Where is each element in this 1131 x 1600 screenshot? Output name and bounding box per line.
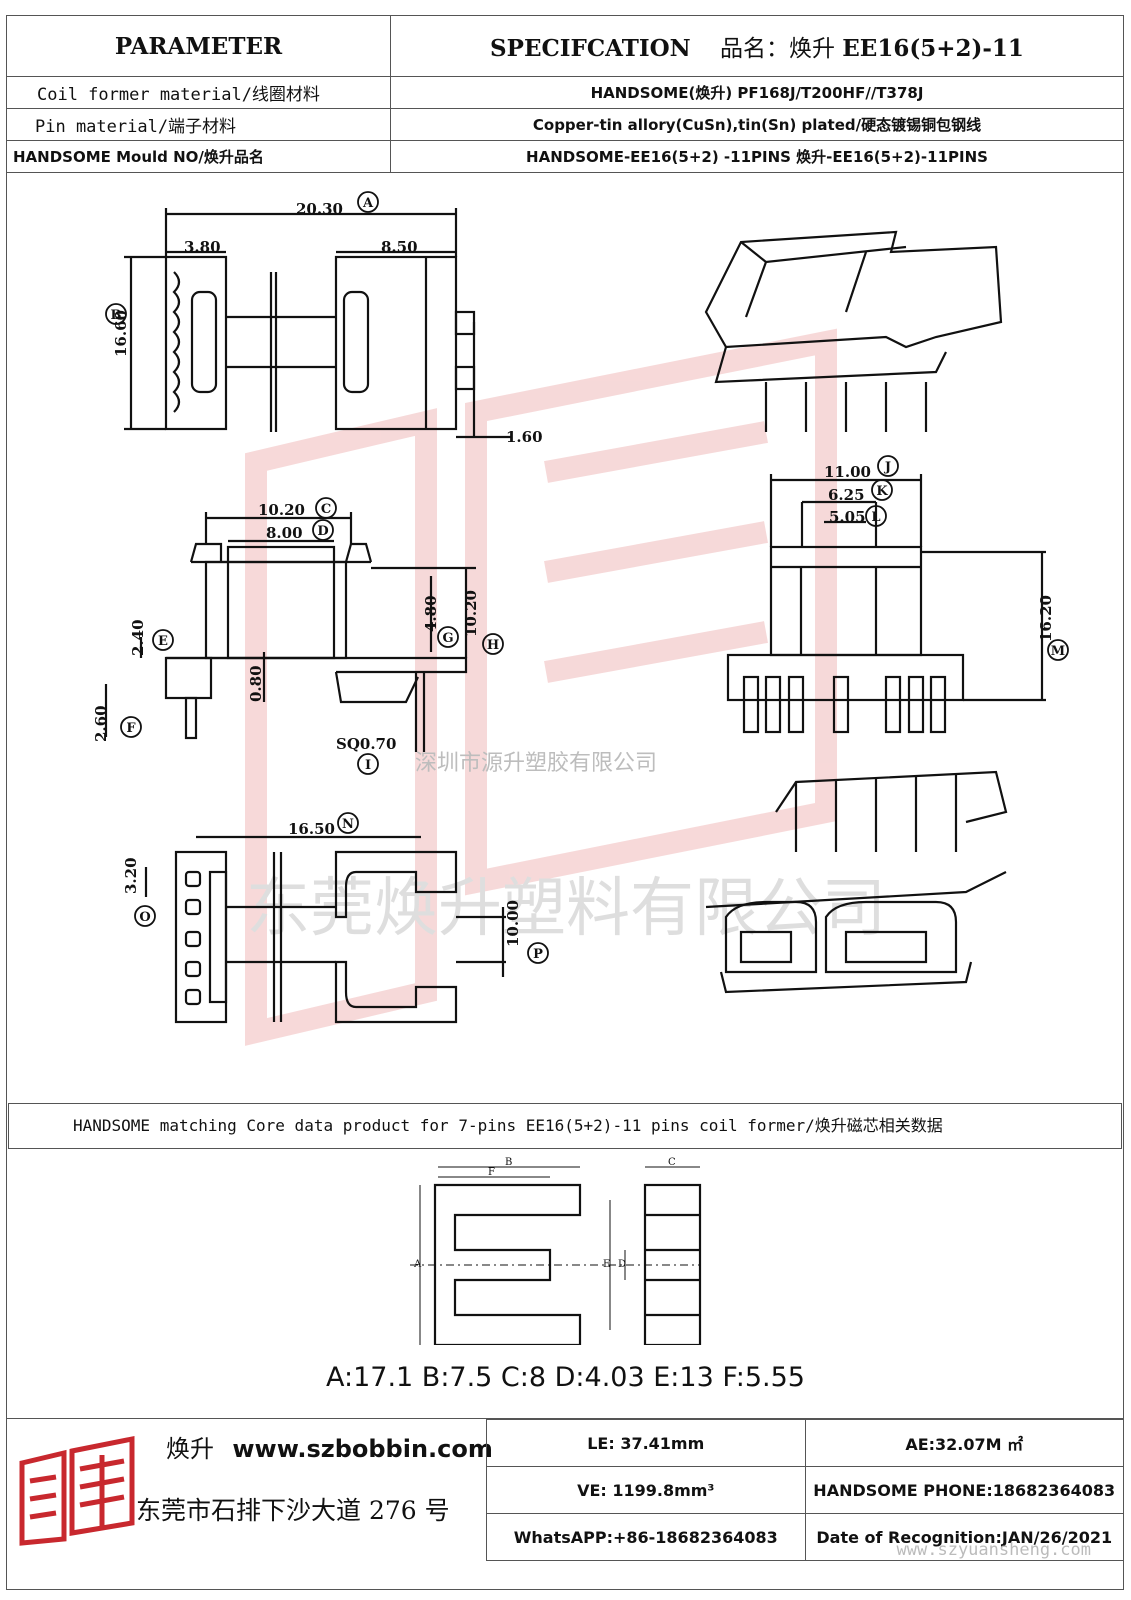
dim-a: 20.30 <box>296 200 343 218</box>
front-view <box>104 512 476 752</box>
bottom-view <box>144 835 506 1024</box>
callout-circles <box>105 191 1069 964</box>
callout-e: E <box>158 634 168 649</box>
core-letter-e: E <box>603 1259 610 1270</box>
callout-letters: A B C D E F G H I J K L M N O P <box>111 196 1066 962</box>
callout-f: F <box>126 721 136 736</box>
param-pin-material: Pin material/端子材料 <box>6 108 391 141</box>
background-logo-watermark <box>245 328 837 1046</box>
callout-b: B <box>111 308 122 323</box>
technical-drawing: 深圳市源升塑胶有限公司 东莞焕升塑料有限公司 <box>92 191 1069 1046</box>
dim-h: 10.20 <box>462 590 480 637</box>
dim-n: 16.50 <box>288 820 335 838</box>
dim-sq: SQ0.70 <box>336 735 396 753</box>
core-letter-f: F <box>488 1167 495 1178</box>
dim-m: 16.20 <box>1037 595 1055 642</box>
company-address: 东莞市石排下沙大道 276 号 <box>136 1496 450 1525</box>
e-core-side <box>433 1183 582 1345</box>
spec-label: SPECIFCATION <box>490 35 691 62</box>
callout-d: D <box>317 524 328 539</box>
callout-i: I <box>365 758 371 773</box>
phone-value: HANDSOME PHONE:18682364083 <box>804 1466 1124 1514</box>
dim-l: 5.05 <box>829 508 866 526</box>
value-mould-no: HANDSOME-EE16(5+2) -11PINS 焕升-EE16(5+2)-… <box>390 140 1124 173</box>
dim-o: 3.20 <box>122 857 140 894</box>
product-model: EE16(5+2)-11 <box>842 35 1024 62</box>
value-coil-material: HANDSOME(焕升) PF168J/T200HF//T378J <box>390 76 1124 109</box>
footer: 焕升 www.szbobbin.com 东莞市石排下沙大道 276 号 LE: … <box>6 1418 1124 1561</box>
dim-a-sub1: 3.80 <box>184 238 221 256</box>
brand-cn: 焕升 <box>166 1435 214 1463</box>
specification-heading: SPECIFCATION 品名：焕升 EE16(5+2)-11 <box>390 15 1124 77</box>
ve-value: VE: 1199.8mm³ <box>486 1466 806 1514</box>
parameter-heading: PARAMETER <box>6 15 391 77</box>
dim-b: 16.60 <box>112 310 130 357</box>
dim-d: 8.00 <box>266 524 303 542</box>
e-core-front <box>643 1183 702 1345</box>
isometric-view-top <box>704 230 1003 432</box>
spec-header-table: PARAMETER SPECIFCATION 品名：焕升 EE16(5+2)-1… <box>6 15 1124 173</box>
callout-k: K <box>876 484 888 499</box>
dim-c: 10.20 <box>258 501 305 519</box>
whatsapp-value: WhatsAPP:+86-18682364083 <box>486 1513 806 1561</box>
core-letter-a: A <box>413 1259 422 1270</box>
core-params-table: LE: 37.41mm AE:32.07M ㎡ VE: 1199.8mm³ HA… <box>486 1419 1124 1561</box>
param-coil-material: Coil former material/线圈材料 <box>6 76 391 109</box>
core-letter-c: C <box>668 1157 676 1168</box>
brand-line: 焕升 www.szbobbin.com <box>166 1429 493 1464</box>
callout-c: C <box>321 502 331 517</box>
side-view <box>124 208 511 439</box>
product-name-prefix: 品名：焕升 <box>719 36 835 62</box>
core-diagram: B F C A E D <box>410 1157 702 1345</box>
isometric-view-bottom <box>705 770 1008 994</box>
callout-g: G <box>442 631 453 646</box>
side-elevation <box>726 474 1046 734</box>
dim-j: 11.00 <box>824 463 871 481</box>
callout-a: A <box>362 196 374 211</box>
core-letters: B F C A E D <box>413 1157 676 1270</box>
callout-h: H <box>487 638 499 653</box>
core-letter-b: B <box>505 1157 512 1168</box>
core-data-caption: HANDSOME matching Core data product for … <box>8 1103 1122 1149</box>
value-pin-material: Copper-tin allory(CuSn),tin(Sn) plated/硬… <box>390 108 1124 141</box>
core-dimensions: A:17.1 B:7.5 C:8 D:4.03 E:13 F:5.55 <box>326 1362 805 1393</box>
company-watermark-large: 东莞焕升塑料有限公司 <box>246 872 886 946</box>
dim-base: 0.80 <box>247 665 265 702</box>
callout-p: P <box>533 947 543 962</box>
callout-l: L <box>871 510 880 525</box>
dim-e: 2.40 <box>129 619 147 656</box>
dim-p: 10.00 <box>504 900 522 947</box>
url-watermark: www.szyuansheng.com <box>896 1540 1091 1560</box>
le-value: LE: 37.41mm <box>486 1419 806 1467</box>
callout-m: M <box>1051 644 1065 659</box>
company-logo <box>19 1435 135 1546</box>
core-letter-d: D <box>618 1259 626 1270</box>
website-link[interactable]: www.szbobbin.com <box>232 1435 493 1463</box>
dim-pin-off: 1.60 <box>506 428 543 446</box>
dim-g: 4.80 <box>422 595 440 632</box>
date-value: Date of Recognition:JAN/26/2021 <box>804 1513 1124 1561</box>
param-mould-no: HANDSOME Mould NO/焕升品名 <box>6 140 391 173</box>
callout-o: O <box>139 910 150 925</box>
callout-n: N <box>342 817 354 832</box>
company-watermark-small: 深圳市源升塑胶有限公司 <box>415 751 657 776</box>
dim-a-sub2: 8.50 <box>381 238 418 256</box>
dim-k: 6.25 <box>828 486 865 504</box>
dim-f: 2.60 <box>92 705 110 742</box>
dimension-labels: 20.30 3.80 8.50 16.60 1.60 10.20 8.00 2.… <box>92 200 1055 947</box>
callout-j: J <box>884 460 891 475</box>
ae-value: AE:32.07M ㎡ <box>804 1419 1124 1467</box>
